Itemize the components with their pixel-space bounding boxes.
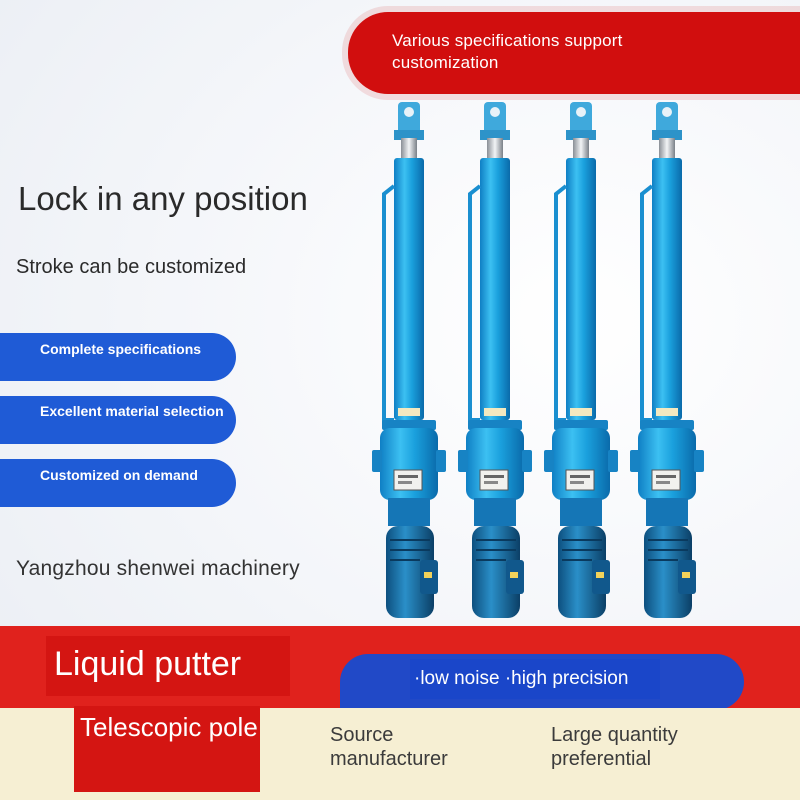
company-name: Yangzhou shenwei machinery: [16, 557, 300, 580]
top-banner: [348, 12, 800, 94]
product-image: [370, 100, 706, 620]
feature-pill-2-label: Excellent material selection: [40, 403, 224, 419]
feature-highlights: ·low noise ·high precision: [414, 668, 629, 689]
feature-pill-1: [0, 333, 236, 381]
headline: Lock in any position: [18, 180, 308, 217]
source-manufacturer: Source manufacturer: [330, 724, 448, 770]
subheadline: Stroke can be customized: [16, 256, 247, 278]
product-name-box: [46, 636, 290, 696]
top-banner-text: Various specifications support customiza…: [392, 31, 623, 72]
product-name: Liquid putter: [54, 645, 242, 683]
alt-name: Telescopic pole: [80, 712, 258, 742]
alt-name-box: [74, 706, 260, 792]
feature-pill-3-label: Customized on demand: [40, 467, 198, 483]
large-quantity: Large quantity preferential: [551, 724, 678, 770]
feature-pill-2: [0, 396, 236, 444]
feature-highlight-box: [410, 659, 660, 699]
feature-pill-1-label: Complete specifications: [40, 341, 202, 357]
feature-pill-3: [0, 459, 236, 507]
